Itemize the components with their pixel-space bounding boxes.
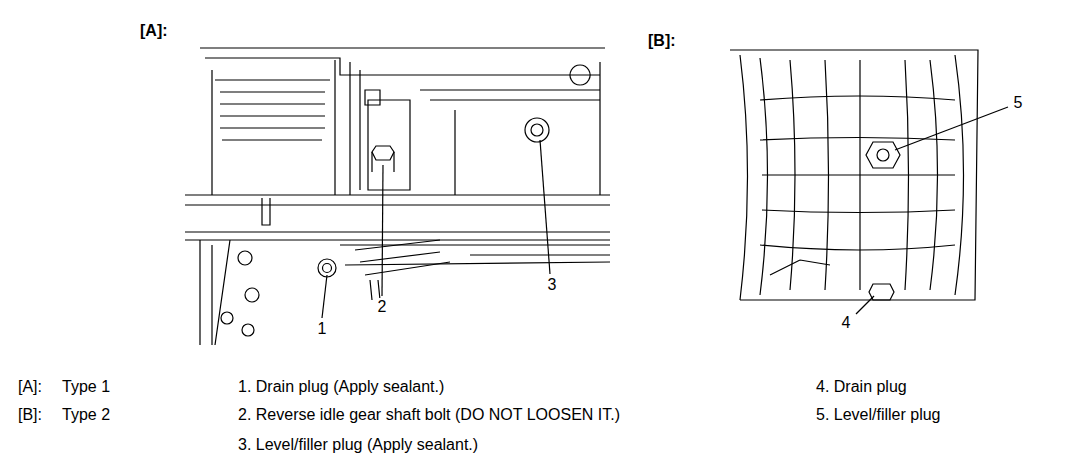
callout-number: 2 (377, 298, 388, 316)
illustration-stroke (740, 55, 748, 300)
illustration-stroke (470, 254, 610, 255)
type-name: Type 1 (62, 378, 110, 396)
illustration-stroke (262, 198, 270, 225)
illustration-stroke (212, 60, 335, 195)
illustration-stroke (350, 62, 360, 195)
illustration-stroke (866, 142, 900, 168)
type2-plugs (866, 142, 900, 300)
type-name: Type 2 (62, 406, 110, 424)
illustration-stroke (322, 275, 327, 318)
illustration-stroke (531, 124, 543, 136)
illustration-stroke (215, 80, 330, 140)
illustration-stroke (372, 146, 394, 160)
illustration-stroke (245, 288, 259, 302)
illustration-stroke (540, 140, 550, 274)
illustration-stroke (200, 47, 605, 48)
illustration-stroke (856, 296, 874, 314)
callout-number: 4 (841, 314, 852, 332)
illustration-stroke (760, 58, 768, 295)
type2-case (730, 50, 978, 300)
illustration-stroke (221, 312, 233, 324)
part-description: 3. Level/filler plug (Apply sealant.) (238, 436, 478, 454)
illustration-stroke (877, 149, 889, 161)
legend-key: [B]: (18, 406, 42, 424)
illustration-stroke (368, 100, 410, 190)
illustration-stroke (340, 245, 610, 265)
type1-plugs (318, 118, 549, 277)
illustration-stroke (760, 96, 955, 100)
illustration-stroke (420, 90, 600, 100)
view-heading: [B]: (648, 32, 676, 50)
illustration-stroke (382, 165, 383, 296)
illustration-stroke (762, 174, 955, 175)
illustration-stroke (185, 232, 610, 240)
legend-key: [A]: (18, 378, 42, 396)
illustration-stroke (205, 58, 600, 75)
illustration-stroke (318, 259, 336, 277)
callout-number: 5 (1013, 94, 1024, 112)
illustration-stroke (770, 260, 830, 275)
illustration-stroke (455, 62, 600, 195)
illustration-stroke (762, 210, 955, 213)
type1-leader-lines (322, 140, 550, 318)
illustration-stroke (955, 55, 964, 295)
part-description: 4. Drain plug (816, 378, 907, 396)
illustration-stroke (323, 264, 332, 273)
illustration-stroke (730, 50, 978, 300)
illustration-stroke (525, 118, 549, 142)
view-heading: [A]: (140, 22, 168, 40)
illustration-stroke (242, 324, 254, 336)
illustration-stroke (200, 240, 230, 345)
illustration-stroke (895, 107, 1008, 150)
illustration-stroke (355, 240, 450, 275)
illustration-stroke (185, 195, 610, 205)
callout-number: 3 (547, 276, 558, 294)
illustration-stroke (760, 245, 955, 250)
illustration-stroke (238, 251, 252, 265)
callout-number: 1 (317, 320, 328, 338)
type1-case (185, 48, 610, 345)
type2-leader-lines (856, 107, 1008, 314)
illustration-stroke (570, 65, 590, 85)
part-description: 1. Drain plug (Apply sealant.) (238, 378, 444, 396)
part-description: 5. Level/filler plug (816, 406, 941, 424)
illustration-stroke (365, 90, 380, 105)
part-description: 2. Reverse idle gear shaft bolt (DO NOT … (238, 406, 620, 424)
illustration-stroke (370, 280, 380, 300)
